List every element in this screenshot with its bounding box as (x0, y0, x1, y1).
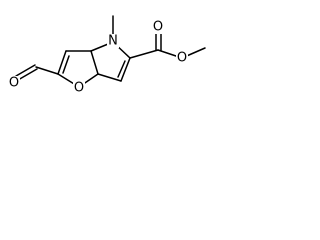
furan-ring-inner-double-bond (62, 55, 70, 74)
atom-label-aldehyde-o: O (9, 76, 19, 91)
atom-label-ester-o-double: O (153, 20, 163, 35)
structure-svg: O O N O O (8, 15, 206, 96)
atom-label-ring-n: N (108, 34, 118, 49)
atom-label-background (152, 20, 164, 34)
furan-ring-bond (57, 50, 67, 75)
atom-label-background (73, 81, 85, 95)
aldehyde-carbon-bond (35, 66, 59, 75)
pyrrole-ring-bond (120, 57, 131, 82)
atom-label-background (8, 76, 20, 90)
aldehyde-double-bond-a (15, 64, 36, 77)
atom-label-background (107, 34, 119, 48)
atom-label-ring-o: O (74, 81, 84, 96)
furan-ring-bond (90, 50, 99, 75)
atom-label-ester-o-single: O (177, 51, 187, 66)
ester-carbon-bond (129, 49, 159, 59)
aldehyde-double-bond-b (17, 68, 38, 81)
pyrrole-ring-bond (97, 73, 122, 82)
atom-label-background (176, 51, 188, 65)
chemical-structure-diagram: O O N O O (0, 0, 230, 104)
pyrrole-ring-inner-double-bond (117, 60, 126, 78)
